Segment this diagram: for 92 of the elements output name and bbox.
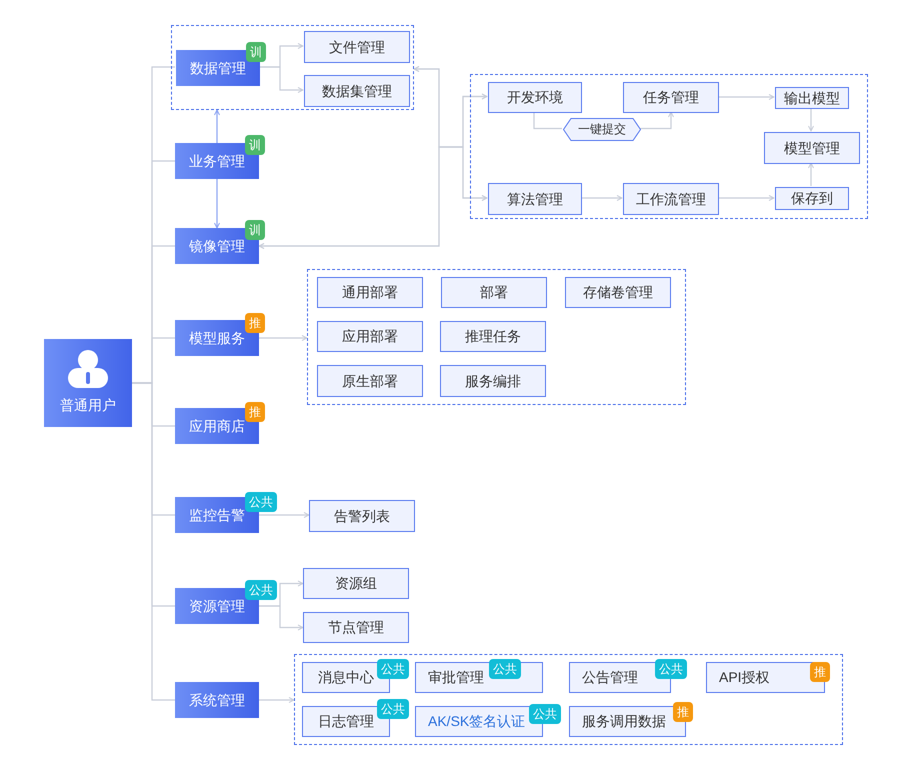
feature-box <box>764 132 860 164</box>
feature-name: 存储卷管理 <box>583 284 653 301</box>
connector-line <box>533 112 562 130</box>
tag-badge: 公共 <box>377 699 409 719</box>
arrow <box>214 110 220 143</box>
module-name: 模型服务 <box>189 330 245 346</box>
feature-box <box>304 31 410 63</box>
feature-name: 消息中心 <box>318 669 374 686</box>
module-name: 系统管理 <box>189 692 245 708</box>
connector-line <box>132 382 175 701</box>
dashed-group-frame <box>294 654 843 745</box>
feature-name: 数据集管理 <box>322 82 392 100</box>
arrow <box>640 112 674 130</box>
feature-name: 公告管理 <box>582 669 638 686</box>
module-name: 资源管理 <box>189 598 245 614</box>
tag-badge: 公共 <box>377 659 409 679</box>
feature-name: 原生部署 <box>342 372 398 390</box>
feature-box <box>488 183 582 215</box>
feature-name: 应用部署 <box>342 328 398 345</box>
arrow <box>214 179 220 228</box>
tag-badge: 训 <box>246 42 266 62</box>
arrow <box>718 195 774 201</box>
feature-box <box>440 321 546 352</box>
feature-box <box>488 82 582 113</box>
feature-name: 资源组 <box>335 575 377 592</box>
feature-box <box>317 277 423 308</box>
feature-name: 部署 <box>480 284 508 301</box>
user-role-card <box>44 339 132 427</box>
feature-name: 模型管理 <box>784 140 840 156</box>
feature-name: 输出模型 <box>784 90 840 106</box>
tag-badge: 推 <box>245 402 265 422</box>
feature-name: 推理任务 <box>465 328 521 345</box>
feature-name: 服务编排 <box>465 372 521 390</box>
feature-name: 节点管理 <box>328 619 384 636</box>
arrow <box>581 195 622 201</box>
arrow <box>259 66 304 93</box>
feature-name: AK/SK签名认证 <box>428 713 526 730</box>
feature-box <box>317 321 423 352</box>
feature-name: 开发环境 <box>507 89 563 106</box>
tag-badge: 推 <box>810 662 830 682</box>
feature-box <box>775 87 849 109</box>
tag-badge: 公共 <box>529 704 561 724</box>
feature-box <box>303 612 409 643</box>
feature-box <box>623 183 719 215</box>
tag-badge: 公共 <box>245 580 277 600</box>
arrow <box>259 697 294 703</box>
arrow <box>808 108 814 132</box>
feature-box <box>304 75 410 107</box>
feature-name: 保存到 <box>791 190 833 207</box>
tag-badge: 公共 <box>245 492 277 512</box>
feature-name: API授权 <box>719 669 770 686</box>
dashed-group-frame <box>171 25 414 110</box>
feature-box <box>775 187 849 210</box>
module-name: 业务管理 <box>189 152 245 170</box>
feature-name: 服务调用数据 <box>582 713 666 730</box>
tag-badge: 推 <box>673 702 693 722</box>
tag-badge: 训 <box>245 135 265 155</box>
tag-badge: 公共 <box>489 659 521 679</box>
role-name: 普通用户 <box>60 397 116 414</box>
feature-name: 告警列表 <box>334 508 390 524</box>
feature-box <box>440 365 546 397</box>
module-name: 数据管理 <box>190 60 246 76</box>
arrow <box>808 162 814 186</box>
module-name: 监控告警 <box>189 506 245 524</box>
module-name: 应用商店 <box>189 418 245 434</box>
feature-name: 任务管理 <box>643 89 699 106</box>
dashed-group-frame <box>307 269 686 405</box>
module-box <box>175 682 259 718</box>
feature-box <box>441 277 547 308</box>
feature-box <box>309 500 415 532</box>
action-label: 一键提交 <box>578 122 626 137</box>
feature-name: 工作流管理 <box>636 190 706 208</box>
dashed-group-frame <box>470 74 868 219</box>
tag-badge: 公共 <box>655 659 687 679</box>
feature-box <box>565 277 671 308</box>
tag-badge: 训 <box>245 220 265 240</box>
feature-box <box>317 365 423 397</box>
feature-box <box>623 82 719 113</box>
feature-box <box>415 662 543 693</box>
feature-name: 文件管理 <box>329 38 385 56</box>
feature-name: 审批管理 <box>428 669 484 686</box>
feature-name: 算法管理 <box>507 190 563 208</box>
module-name: 镜像管理 <box>189 238 245 254</box>
feature-box <box>303 568 409 599</box>
arrow <box>259 605 304 630</box>
arrow <box>259 512 310 518</box>
feature-name: 通用部署 <box>342 284 398 301</box>
arrow <box>718 94 774 100</box>
feature-name: 日志管理 <box>318 713 374 730</box>
double-arrow <box>258 146 488 249</box>
arrow <box>259 335 308 341</box>
tag-badge: 推 <box>245 313 265 333</box>
